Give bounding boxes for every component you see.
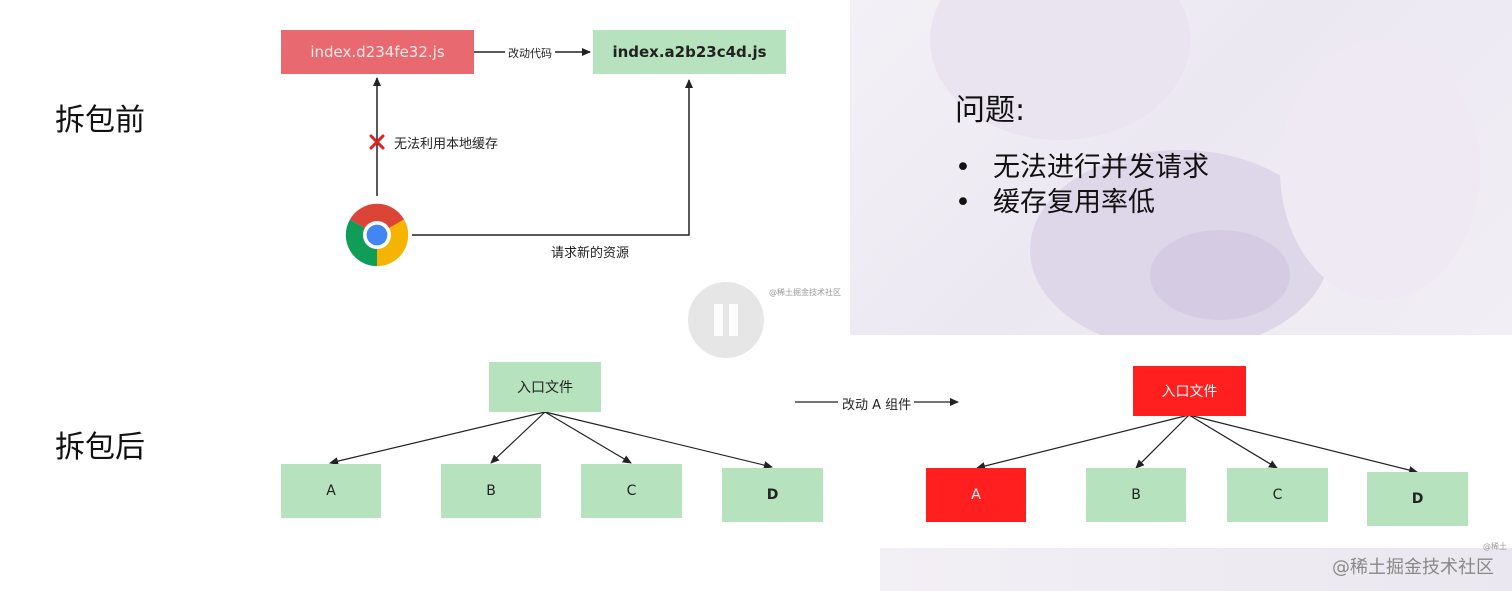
right-module-d: D (1367, 472, 1468, 526)
bullet: • (955, 152, 971, 183)
arrow-browser-to-new (412, 79, 693, 236)
pause-icon[interactable] (688, 282, 764, 358)
problem-item-text: 缓存复用率低 (993, 187, 1155, 218)
chrome-icon (345, 203, 409, 267)
problem-title: 问题: (955, 93, 1026, 128)
edge-left-d (544, 411, 773, 470)
edge-right-d (1188, 414, 1418, 474)
watermark-small: @稀土掘金技术社区 (769, 288, 841, 297)
watermark-main: @稀土掘金技术社区 (1332, 557, 1494, 578)
red-cross-icon (369, 134, 385, 150)
label-before: 拆包前 (55, 103, 145, 138)
request-new-label: 请求新的资源 (551, 246, 630, 261)
decorative-background-bottom (880, 548, 1512, 591)
no-cache-label: 无法利用本地缓存 (394, 137, 499, 152)
watermark-corner: @稀土 (1483, 542, 1507, 551)
edge-left-c (544, 411, 632, 464)
old-bundle-box: index.d234fe32.js (281, 30, 474, 74)
problem-item-text: 无法进行并发请求 (993, 152, 1209, 183)
left-module-d: D (722, 468, 823, 522)
right-module-b: B (1086, 468, 1186, 522)
problem-item-1: • 无法进行并发请求 (955, 145, 1209, 184)
change-code-label: 改动代码 (508, 47, 552, 60)
right-entry-box: 入口文件 (1133, 366, 1246, 416)
problem-item-2: • 缓存复用率低 (955, 180, 1155, 219)
new-bundle-box: index.a2b23c4d.js (593, 30, 786, 74)
edge-right-c (1188, 414, 1278, 469)
left-module-b: B (441, 464, 541, 518)
edge-right-b (1135, 414, 1190, 469)
bullet: • (955, 187, 971, 218)
right-module-c: C (1227, 468, 1328, 522)
edge-right-a (976, 414, 1190, 470)
right-module-a: A (926, 468, 1026, 522)
left-entry-box: 入口文件 (489, 362, 601, 412)
label-after: 拆包后 (55, 430, 145, 465)
change-component-label: 改动 A 组件 (842, 398, 912, 413)
edge-left-a (329, 411, 546, 466)
left-module-c: C (581, 464, 682, 518)
left-module-a: A (281, 464, 381, 518)
decorative-background (850, 0, 1512, 335)
edge-left-b (490, 411, 546, 464)
